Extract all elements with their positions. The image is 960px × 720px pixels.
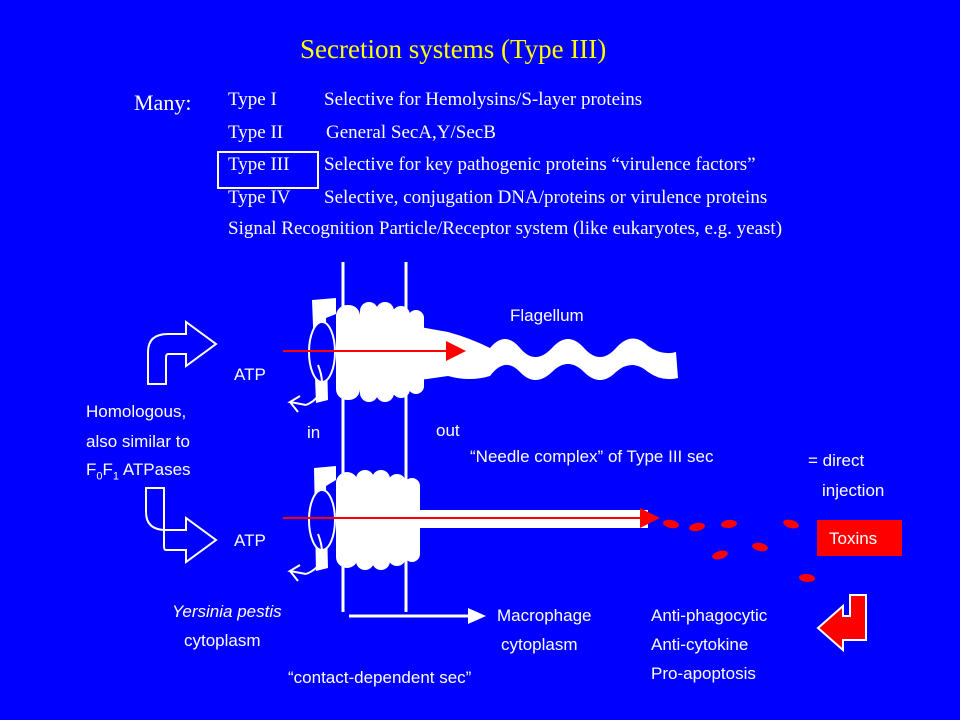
- slide-title: Secretion systems (Type III): [300, 34, 607, 64]
- type-3-row: Type III Selective for key pathogenic pr…: [228, 154, 888, 178]
- effect-anti-phagocytic: Anti-phagocytic: [651, 606, 768, 625]
- effect-pro-apoptosis: Pro-apoptosis: [651, 664, 756, 683]
- macrophage-label: Macrophage: [497, 606, 592, 625]
- homologous-line-2: also similar to: [86, 432, 190, 451]
- toxins-box: [817, 520, 902, 556]
- out-label: out: [436, 421, 460, 440]
- needle-complex-label: “Needle complex” of Type III sec: [470, 447, 714, 466]
- contact-arrow-head: [468, 608, 486, 624]
- type-3-highlight-box: [217, 151, 319, 189]
- type-4-desc: Selective, conjugation DNA/proteins or v…: [324, 187, 768, 208]
- toxins-label: Toxins: [829, 529, 878, 548]
- in-label: in: [307, 423, 321, 442]
- type-1-desc: Selective for Hemolysins/S-layer protein…: [324, 89, 643, 110]
- yersinia-label: Yersinia pestis: [172, 602, 282, 621]
- type-2-desc: General SecA,Y/SecB: [326, 122, 496, 143]
- atp-bottom-label: ATP: [234, 531, 266, 550]
- atp-top-curve: [305, 364, 323, 406]
- type-4-name: Type IV: [228, 187, 291, 208]
- homology-down-arrow: [145, 487, 218, 564]
- srp-line: Signal Recognition Particle/Receptor sys…: [228, 218, 783, 239]
- type-3-name: Type III: [228, 154, 290, 175]
- effect-anti-cytokine: Anti-cytokine: [651, 635, 749, 654]
- direct-label: = direct: [808, 451, 865, 470]
- atp-bottom-curve: [305, 533, 323, 575]
- type-1-row: Type I Selective for Hemolysins/S-layer …: [228, 89, 828, 113]
- homologous-line-1: Homologous,: [86, 402, 187, 421]
- homology-up-arrow: [147, 320, 218, 385]
- macrophage-cytoplasm-label: cytoplasm: [501, 635, 578, 654]
- type-2-name: Type II: [228, 122, 284, 143]
- atpase-label: F0F1 ATPases: [86, 460, 191, 483]
- toxin-particles: [663, 519, 815, 583]
- type-2-row: Type II General SecA,Y/SecB: [228, 122, 828, 146]
- type-1-name: Type I: [228, 89, 277, 110]
- effects-arrow: [816, 594, 867, 653]
- type-4-row: Type IV Selective, conjugation DNA/prote…: [228, 187, 908, 211]
- many-label: Many:: [134, 90, 192, 115]
- injection-label: injection: [822, 481, 885, 500]
- flagellum-label: Flagellum: [510, 306, 584, 325]
- atp-top-label: ATP: [234, 365, 266, 384]
- yersinia-cytoplasm-label: cytoplasm: [184, 631, 261, 650]
- contact-dependent-label: “contact-dependent sec”: [288, 668, 472, 687]
- type-3-desc: Selective for key pathogenic proteins “v…: [324, 154, 756, 175]
